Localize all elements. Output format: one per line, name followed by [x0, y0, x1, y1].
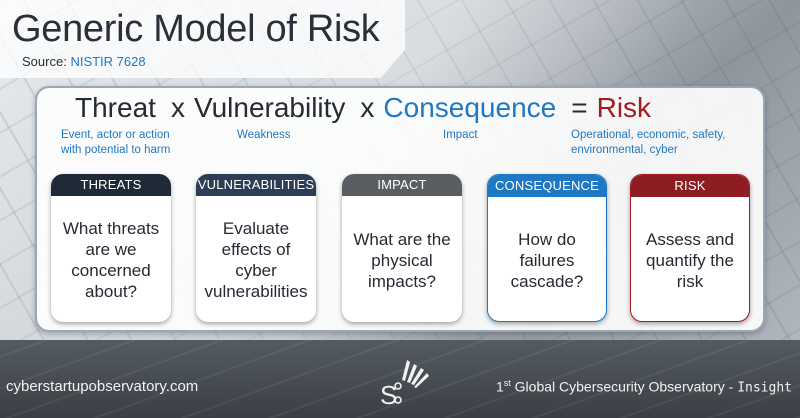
footer-url-link[interactable]: cyberstartupobservatory.com — [6, 378, 199, 395]
risk-description-line2: environmental, cyber — [571, 144, 678, 156]
cso-logo-icon: S — [380, 360, 429, 410]
equation-vulnerability: Vulnerability — [193, 92, 346, 123]
equation-equals: = — [571, 92, 588, 123]
risk-description-line1: Operational, economic, safety, — [571, 129, 726, 141]
vulnerability-description: Weakness — [237, 129, 291, 141]
footer-background — [0, 340, 800, 418]
card-consequence: CONSEQUENCE How do failures cascade? — [487, 174, 607, 322]
card-consequence-body: How do failures cascade? — [510, 229, 584, 291]
footer-tag-dash: - — [724, 378, 738, 395]
card-impact-body: What are the physical impacts? — [353, 229, 451, 291]
source-link[interactable]: NISTIR 7628 — [70, 54, 146, 69]
source-label: Source: — [22, 54, 67, 69]
title-band — [0, 0, 405, 78]
equation-multiply-1: x — [170, 92, 185, 123]
card-vulnerabilities-header: VULNERABILITIES — [196, 174, 316, 196]
card-vulnerabilities: VULNERABILITIES Evaluate effects of cybe… — [196, 174, 316, 322]
page-title: Generic Model of Risk — [12, 8, 380, 50]
card-threats-header: THREATS — [51, 174, 171, 196]
footer-tag-sup: st — [503, 378, 511, 388]
equation-consequence: Consequence — [383, 92, 557, 123]
equation-risk: Risk — [596, 92, 652, 123]
card-impact-header: IMPACT — [342, 174, 462, 196]
threat-description-line2: with potential to harm — [61, 144, 171, 156]
card-risk-body: Assess and quantify the risk — [646, 229, 734, 291]
threat-description: Event, actor or action with potential to… — [61, 128, 201, 158]
source-line: Source: NISTIR 7628 — [22, 54, 146, 69]
impact-description: Impact — [443, 129, 478, 141]
card-consequence-header: CONSEQUENCE — [488, 175, 606, 197]
card-vulnerabilities-body: Evaluate effects of cyber vulnerabilitie… — [204, 219, 308, 301]
footer-tag-prefix: 1 — [495, 378, 504, 395]
threat-description-line1: Event, actor or action — [61, 129, 170, 141]
card-threats: THREATS What threats are we concerned ab… — [51, 174, 171, 322]
footer-tagline: 1st Global Cybersecurity Observatory - I… — [496, 378, 792, 396]
risk-description: Operational, economic, safety, environme… — [571, 128, 751, 158]
svg-text:S: S — [380, 380, 397, 410]
card-risk-header: RISK — [631, 175, 749, 197]
card-impact: IMPACT What are the physical impacts? — [342, 174, 462, 322]
equation-multiply-2: x — [360, 92, 375, 123]
equation-threat: Threat — [75, 92, 156, 123]
card-risk: RISK Assess and quantify the risk — [630, 174, 750, 322]
footer-tag-text: Global Cybersecurity Observatory — [510, 378, 725, 395]
footer-tag-insight: Insight — [737, 380, 792, 396]
card-threats-body: What threats are we concerned about? — [62, 219, 160, 301]
